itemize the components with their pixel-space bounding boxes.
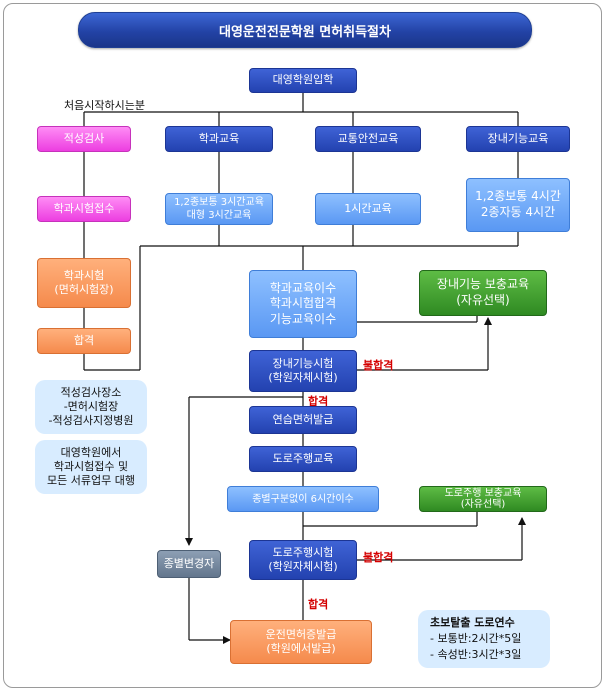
info-beginner-regular: - 보통반:2시간*5일 <box>430 632 522 646</box>
node-traffic-safety-hours: 1시간교육 <box>315 193 421 225</box>
node-theory-exam-apply: 학과시험접수 <box>37 196 131 222</box>
node-theory-class-hours: 1,2종보통 3시간교육 대형 3시간교육 <box>165 193 273 225</box>
info-beginner-fast: - 속성반:3시간*3일 <box>430 647 522 661</box>
node-supplement-road: 도로주행 보충교육 (자유선택) <box>419 486 547 512</box>
node-road-hours: 종별구분없이 6시간이수 <box>227 486 379 512</box>
node-supplement-course: 장내기능 보충교육 (자유선택) <box>419 270 547 316</box>
label-pass-2: 합격 <box>308 598 329 611</box>
note-first-time: 처음시작하시는분 <box>64 99 145 112</box>
node-road-exam: 도로주행시험 (학원자체시험) <box>249 540 357 580</box>
node-theory-exam: 학과시험 (면허시험장) <box>37 258 131 308</box>
node-road-training: 도로주행교육 <box>249 446 357 472</box>
node-course-skill-hours: 1,2종보통 4시간 2종자동 4시간 <box>466 178 570 232</box>
node-course-exam: 장내기능시험 (학원자체시험) <box>249 350 357 392</box>
node-traffic-safety: 교통안전교육 <box>315 126 421 152</box>
node-pass-theory: 합격 <box>37 328 131 354</box>
node-theory-class: 학과교육 <box>165 126 273 152</box>
label-pass-1: 합격 <box>308 395 329 408</box>
node-aptitude-test: 적성검사 <box>37 126 131 152</box>
node-completed: 학과교육이수 학과시험합격 기능교육이수 <box>249 270 357 338</box>
node-license-issue: 운전면허증발급 (학원에서발급) <box>230 620 372 664</box>
node-enroll: 대영학원입학 <box>249 68 357 93</box>
info-aptitude-place: 적성검사장소 -면허시험장 -적성검사지정병원 <box>35 380 147 434</box>
info-academy-service: 대영학원에서 학과시험접수 및 모든 서류업무 대행 <box>35 440 147 494</box>
label-fail-1: 불합격 <box>363 359 394 372</box>
info-beginner-road-training: 초보탈출 도로연수 - 보통반:2시간*5일 - 속성반:3시간*3일 <box>418 610 550 668</box>
node-learner-permit: 연습면허발급 <box>249 406 357 434</box>
label-fail-2: 불합격 <box>363 551 394 564</box>
node-course-skill: 장내기능교육 <box>466 126 570 152</box>
node-license-change: 종별변경자 <box>157 550 221 578</box>
info-beginner-title: 초보탈출 도로연수 <box>430 616 515 630</box>
page-title: 대영운전전문학원 면허취득절차 <box>78 12 532 48</box>
